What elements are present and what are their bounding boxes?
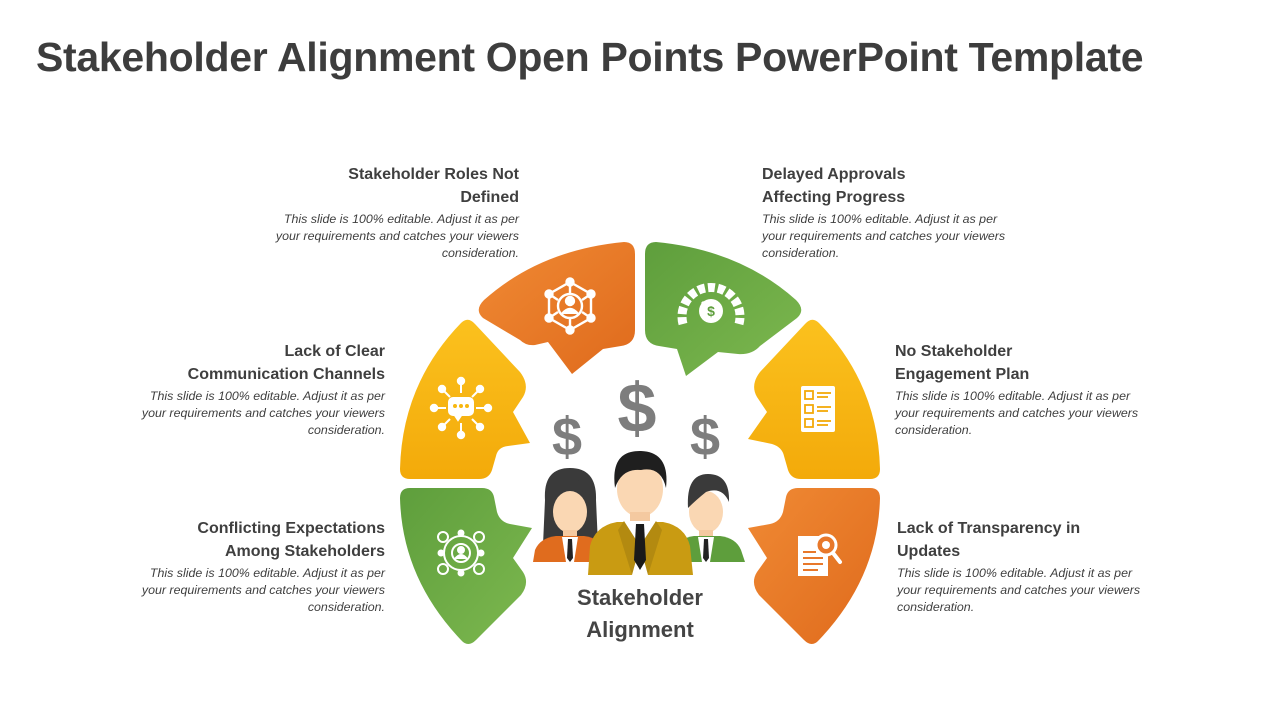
network-people-icon [544,277,596,335]
people-circle-icon [437,529,485,577]
center-label-line: Stakeholder [577,585,703,610]
point-description: This slide is 100% editable. Adjust it a… [141,566,385,614]
speedometer-dollar-icon: $ [677,282,745,326]
point-description: This slide is 100% editable. Adjust it a… [762,212,1006,260]
heading-line: Conflicting Expectations [197,520,385,537]
segment-conflicting-expectations [400,488,532,644]
slide-title: Stakeholder Alignment Open Points PowerP… [36,34,1144,80]
heading-line: Updates [897,543,961,560]
heading-line: Among Stakeholders [224,543,385,560]
stakeholder-woman-figure [533,468,605,562]
center-label-line: Alignment [586,617,694,642]
heading-line: Stakeholder Roles Not [348,166,519,183]
heading-line: Delayed Approvals [762,166,906,183]
point-description: This slide is 100% editable. Adjust it a… [275,212,519,260]
point-heading: Lack of Transparency in Updates [897,517,1142,563]
heading-line: Affecting Progress [762,189,906,206]
segment-roles-not-defined [478,242,635,374]
heading-line: Defined [460,189,519,206]
chat-network-icon [429,376,493,440]
point-description: This slide is 100% editable. Adjust it a… [897,566,1141,614]
point-description: This slide is 100% editable. Adjust it a… [895,389,1139,437]
dollar-sign-center: $ [618,369,657,447]
center-label: Stakeholder Alignment [555,582,725,646]
point-transparency-updates: Lack of Transparency in Updates This slid… [897,517,1142,616]
segment-delayed-approvals [645,242,802,376]
point-description: This slide is 100% editable. Adjust it a… [141,389,385,437]
document-search-icon [798,533,842,576]
dollar-sign-left: $ [552,407,582,467]
dollar-sign-right: $ [690,407,720,467]
svg-text:$: $ [707,303,715,319]
stakeholder-man-center-figure [588,450,693,575]
heading-line: Communication Channels [187,366,385,383]
checklist-icon [801,386,835,432]
heading-line: Engagement Plan [895,366,1030,383]
heading-line: Lack of Clear [284,343,385,360]
heading-line: No Stakeholder [895,343,1013,360]
heading-line: Lack of Transparency in [897,520,1081,537]
